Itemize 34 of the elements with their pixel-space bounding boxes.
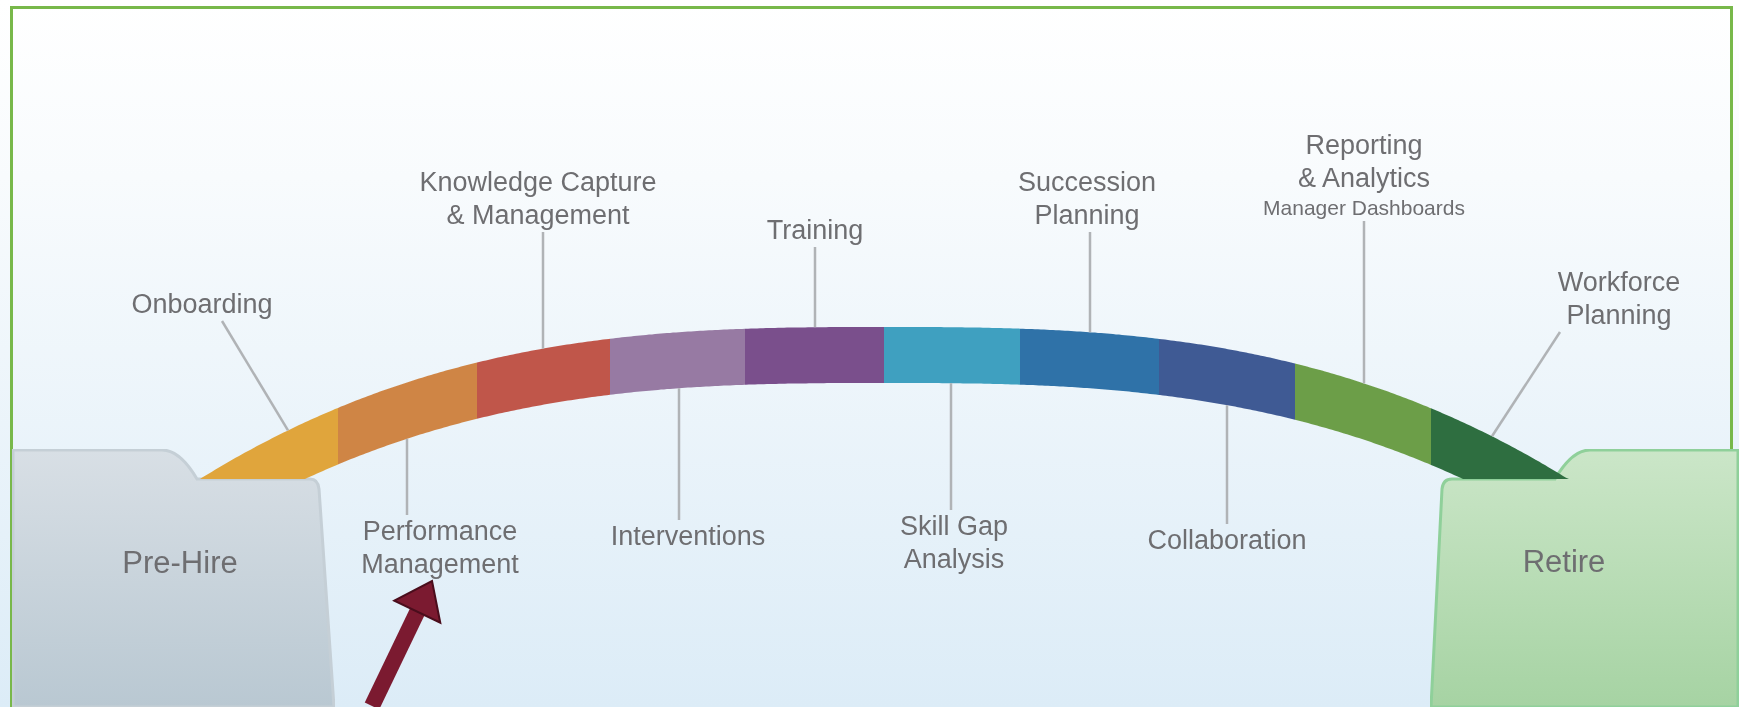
leader-line — [541, 232, 545, 349]
stage-label: Training — [735, 214, 895, 247]
leader-line — [949, 383, 953, 510]
stage-label: Reporting & Analytics — [1296, 129, 1431, 195]
stage-label: Workforce Planning — [1544, 266, 1694, 332]
arc-segment — [745, 327, 884, 385]
leader-line — [1362, 221, 1366, 384]
block-arrow — [364, 580, 442, 707]
arc-segment — [610, 328, 745, 395]
stage-label: Performance Management — [345, 515, 535, 581]
stage-label: Succession Planning — [1002, 166, 1172, 232]
arc-segment — [200, 407, 338, 479]
stage-label: Retire — [1522, 544, 1606, 580]
sub-label: Manager Dashboards — [1263, 195, 1465, 221]
arc-segment — [1431, 408, 1569, 479]
arc-segment — [1020, 328, 1159, 395]
stage-label: Skill Gap Analysis — [884, 510, 1024, 576]
stage-label: Knowledge Capture & Management — [413, 166, 663, 232]
leader-line — [813, 247, 817, 328]
leader-line — [1490, 331, 1562, 437]
leader-line — [220, 320, 290, 432]
leader-line — [1225, 405, 1229, 524]
stage-label: Pre-Hire — [122, 545, 238, 581]
leader-line — [1088, 232, 1092, 333]
stage-label: Onboarding — [112, 288, 292, 321]
arc-segment — [1159, 338, 1295, 420]
arc-segment — [1295, 363, 1431, 465]
arc-segment — [884, 327, 1020, 385]
leader-line — [677, 388, 681, 520]
arc-segment — [338, 362, 477, 465]
stage-label: Collaboration — [1127, 524, 1327, 557]
stage-label: Interventions — [588, 520, 788, 553]
leader-line — [405, 438, 409, 515]
arc-segment — [477, 338, 610, 419]
